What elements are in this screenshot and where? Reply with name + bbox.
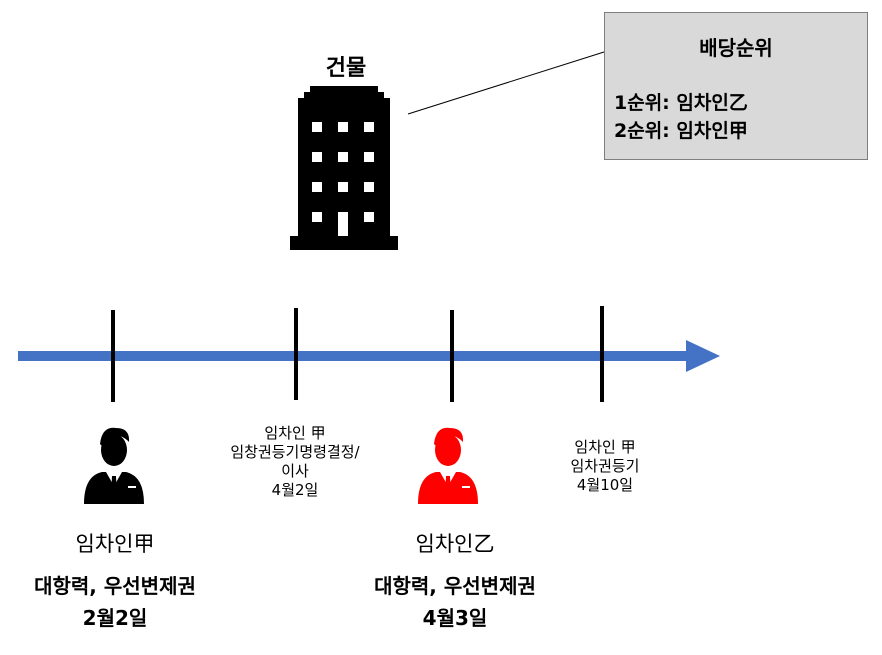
callout-title: 배당순위: [699, 36, 773, 60]
tenant-a-name: 임차인甲: [75, 532, 155, 556]
event-4-line-1: 임차인 甲: [574, 438, 636, 456]
tenant-a-date: 2월2일: [82, 606, 148, 630]
timeline: [18, 306, 720, 402]
event-lease-registration: 임차인 甲 임차권등기 4월10일: [530, 438, 680, 495]
event-registration-order: 임차인 甲 임창권등기명령결정/ 이사 4월2일: [190, 424, 400, 500]
callout-box: [604, 12, 868, 160]
event-4-line-3: 4월10일: [576, 476, 634, 494]
timeline-arrowhead: [686, 340, 720, 372]
tenant-a-right: 대항력, 우선변제권: [34, 574, 196, 598]
event-2-line-3: 이사: [281, 462, 309, 480]
event-2-line-1: 임차인 甲: [264, 424, 326, 442]
person-icon-tenant-a: [84, 427, 144, 504]
event-2-line-4: 4월2일: [271, 481, 319, 499]
tenant-b-name: 임차인乙: [415, 532, 495, 556]
tenant-b-date: 4월3일: [422, 606, 488, 630]
event-4-line-2: 임차권등기: [570, 457, 640, 475]
building-icon: [290, 86, 398, 250]
event-2-line-2: 임창권등기명령결정/: [230, 443, 360, 461]
callout-rank-2: 2순위: 임차인甲: [614, 120, 748, 142]
person-icon-tenant-b: [418, 427, 478, 504]
building-label: 건물: [325, 56, 367, 81]
callout-rank-1: 1순위: 임차인乙: [614, 92, 748, 114]
tenant-b-right: 대항력, 우선변제권: [374, 574, 536, 598]
